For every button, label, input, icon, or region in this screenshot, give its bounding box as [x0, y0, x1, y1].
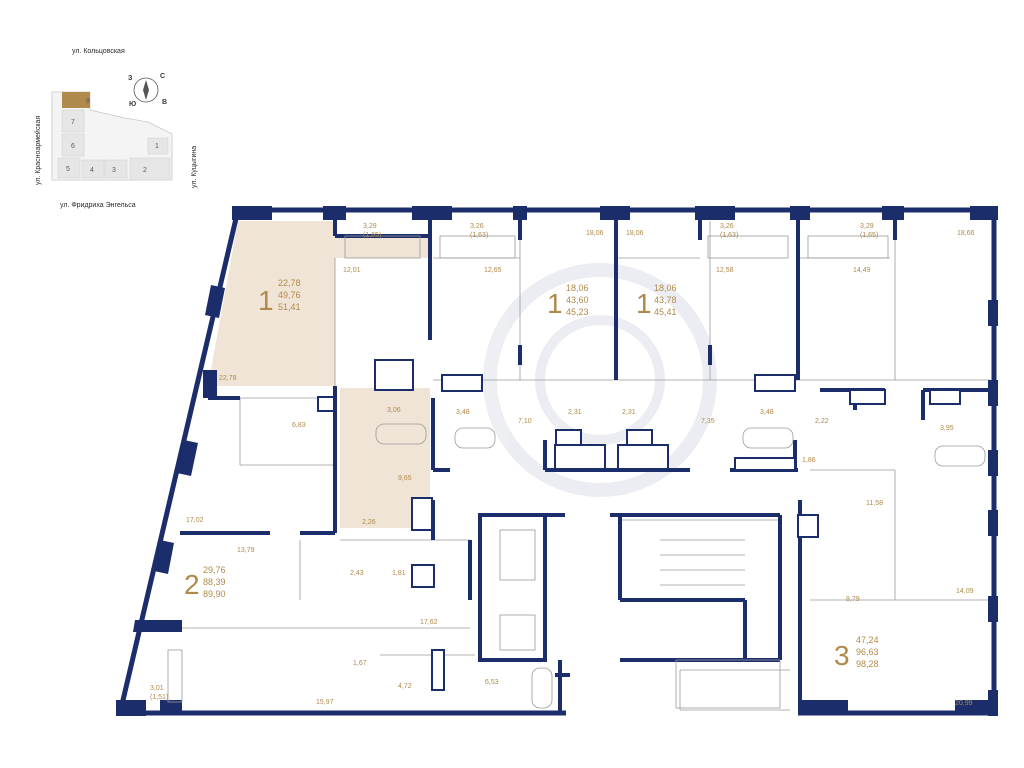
apartment-1-center-left-label: 1 18,06 43,60 45,23	[547, 283, 589, 319]
room-area-label: 2,31	[622, 409, 636, 416]
fixtures	[317, 359, 961, 691]
room-area-label: 18,06	[586, 230, 604, 237]
room-area-label: 2,43	[350, 570, 364, 577]
section-8-label: 8	[86, 98, 90, 105]
room-area-label: 4,72	[398, 683, 412, 690]
room-area-label: 20,99	[955, 700, 973, 707]
apartment-total-area: 96,63	[856, 647, 879, 657]
section-2-label: 2	[143, 167, 147, 174]
section-1-block	[147, 137, 169, 155]
section-8-block	[62, 92, 90, 108]
compass-north: С	[160, 73, 165, 80]
room-area-label: 3,26(1,63)	[720, 223, 738, 239]
room-area-label: 18,66	[957, 230, 975, 237]
section-7-block	[61, 109, 85, 133]
apartment-rooms: 1	[636, 288, 652, 319]
apartment-total-area-balcony: 45,41	[654, 307, 677, 317]
interior-lines	[182, 221, 990, 711]
room-area-label: 1,86	[802, 457, 816, 464]
apartment-2-label: 2 29,76 88,39 89,90	[184, 565, 226, 600]
apartment-total-area: 49,76	[278, 290, 301, 300]
room-area-label: 14,09	[956, 588, 974, 595]
room-area-label: 3,48	[760, 409, 774, 416]
room-area-label: 15,97	[316, 699, 334, 706]
section-2-block	[129, 157, 171, 181]
room-area-label: 2,26	[362, 519, 376, 526]
compass-icon: С Ю В З	[128, 73, 167, 108]
street-top-label: ул. Кольцовская	[72, 48, 125, 55]
apartment-total-area-balcony: 45,23	[566, 307, 589, 317]
section-4-block	[81, 159, 105, 179]
room-area-label: 3,95	[940, 425, 954, 432]
section-7-label: 7	[71, 119, 75, 126]
apartment-total-area: 43,60	[566, 295, 589, 305]
highlighted-apartment-fill	[208, 221, 428, 386]
room-area-label: 12,65	[484, 267, 502, 274]
room-area-label: 2,31	[568, 409, 582, 416]
section-4-label: 4	[90, 167, 94, 174]
apartment-rooms: 1	[547, 288, 563, 319]
room-area-label: 2,22	[815, 418, 829, 425]
room-area-label: 3,29(1,65)	[860, 223, 878, 239]
apartment-total-area: 88,39	[203, 577, 226, 587]
apartment-3-label: 3 47,24 96,63 98,28	[834, 635, 879, 671]
balconies	[167, 235, 889, 709]
room-area-label: 17,62	[420, 619, 438, 626]
room-area-labels: 3,29(1,65) 12,01 22,78 3,26(1,63) 12,65 18,06…	[150, 223, 975, 707]
street-left-label: ул. Красноармейская	[34, 116, 42, 185]
room-area-label: 13,79	[237, 547, 255, 554]
apartment-total-area-balcony: 98,28	[856, 659, 879, 669]
apartment-1-center-right-label: 1 18,06 43,78 45,41	[636, 283, 677, 319]
room-area-label: 7,35	[701, 418, 715, 425]
bathtubs	[375, 423, 986, 709]
apartment-1-top-left-label: 1 22,78 49,76 51,41	[258, 278, 301, 316]
room-area-label: 6,83	[292, 422, 306, 429]
apartment-rooms: 1	[258, 285, 274, 316]
section-1-label: 1	[155, 143, 159, 150]
room-area-label: 3,06	[387, 407, 401, 414]
room-area-label: 6,53	[485, 679, 499, 686]
apartment-living-area: 47,24	[856, 635, 879, 645]
apartment-rooms: 3	[834, 640, 850, 671]
section-3-label: 3	[112, 167, 116, 174]
room-area-label: 11,58	[866, 500, 883, 507]
apartment-living-area: 22,78	[278, 278, 301, 288]
section-6-label: 6	[71, 143, 75, 150]
street-right-label: ул. Куцыгина	[191, 146, 198, 188]
apartment-total-area: 43,78	[654, 295, 677, 305]
room-area-label: 22,78	[219, 375, 237, 382]
apartment-rooms: 2	[184, 569, 200, 600]
room-area-label: 7,10	[518, 418, 532, 425]
room-area-label: 1,67	[353, 660, 367, 667]
street-bottom-label: ул. Фридриха Энгельса	[60, 202, 136, 209]
apartment-total-area-balcony: 51,41	[278, 302, 301, 312]
room-area-label: 12,58	[716, 267, 734, 274]
compass-west: З	[128, 75, 133, 82]
room-area-label: 8,79	[846, 596, 860, 603]
apartment-total-area-balcony: 89,90	[203, 589, 226, 599]
section-5-block	[57, 157, 81, 179]
section-5-label: 5	[66, 166, 70, 173]
highlighted-apartment-hall	[340, 388, 430, 528]
section-3-block	[104, 159, 128, 179]
apartment-living-area: 18,06	[654, 283, 677, 293]
apartment-living-area: 18,06	[566, 283, 589, 293]
room-area-label: 12,01	[343, 267, 361, 274]
room-area-label: 18,06	[626, 230, 644, 237]
section-6-block	[61, 133, 85, 157]
compass-east: В	[162, 99, 167, 106]
apartment-living-area: 29,76	[203, 565, 226, 575]
room-area-label: 17,02	[186, 517, 204, 524]
room-area-label: 3,01(1,51)	[150, 685, 168, 701]
room-area-label: 3,29(1,65)	[363, 223, 381, 239]
room-area-label: 3,26(1,63)	[470, 223, 488, 239]
compass-south: Ю	[129, 101, 136, 108]
room-area-label: 9,65	[398, 475, 412, 482]
room-area-label: 1,81	[392, 570, 406, 577]
room-area-label: 14,49	[853, 267, 871, 274]
room-area-label: 3,48	[456, 409, 470, 416]
site-plan: ул. Кольцовская ул. Красноармейская ул. …	[34, 48, 198, 209]
